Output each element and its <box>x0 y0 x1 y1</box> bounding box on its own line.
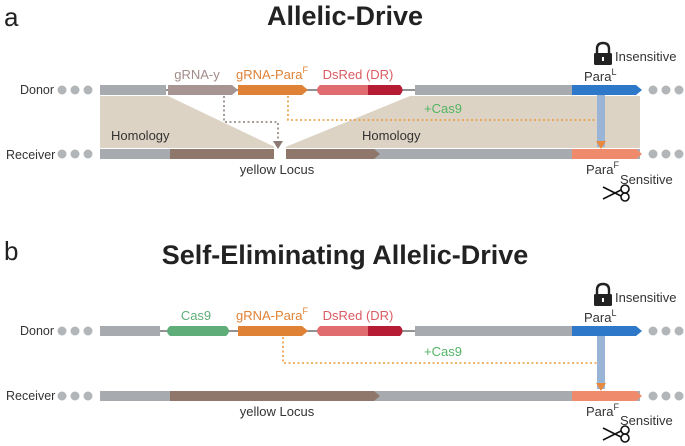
donor-dots-right-b <box>648 326 684 336</box>
donor-dots-left-b <box>57 326 93 336</box>
sensitive-label: Sensitive <box>620 172 673 187</box>
para-l-label-b: ParaL <box>584 308 616 325</box>
panel-a-letter: a <box>4 2 19 32</box>
receiver-label-b: Receiver <box>6 389 55 403</box>
para-f-label: ParaF <box>586 160 619 177</box>
receiver-dots-left <box>57 149 93 159</box>
grna-y-target-arrowhead <box>273 141 283 149</box>
dsred-label: DsRed (DR) <box>323 67 394 82</box>
donor-label-b: Donor <box>20 324 54 338</box>
padlock-icon <box>594 41 612 65</box>
homology-right-label: Homology <box>362 128 421 143</box>
conversion-arrowhead <box>596 141 606 149</box>
donor-chromosome <box>100 85 642 95</box>
scissors-icon-b <box>602 425 630 443</box>
grna-para-label: gRNA-ParaF <box>236 65 308 82</box>
para-f-gene <box>572 149 642 159</box>
scissors-icon <box>602 184 630 202</box>
panel-b: b Self-Eliminating Allelic-Drive Donor R… <box>4 236 684 443</box>
insensitive-label-b: Insensitive <box>615 290 676 305</box>
yellow-locus-label-b: yellow Locus <box>240 404 315 419</box>
dsred-gene <box>317 85 368 95</box>
receiver-label: Receiver <box>6 148 55 162</box>
panel-a: a Allelic-Drive Donor Receiver <box>4 1 684 202</box>
donor-dots-left <box>57 85 93 95</box>
conversion-bar-b <box>597 336 605 389</box>
panel-b-letter: b <box>4 236 18 266</box>
para-f-label-b: ParaF <box>586 402 619 419</box>
grna-y-gene <box>168 85 238 95</box>
receiver-dots-left-b <box>57 391 93 401</box>
cas9-note-b: +Cas9 <box>424 344 462 359</box>
yellow-locus-label: yellow Locus <box>240 162 315 177</box>
para-l-gene-b <box>572 326 642 336</box>
dsred-gene-b <box>317 326 368 336</box>
yellow-locus-b <box>170 391 380 401</box>
receiver-chromosome-b <box>100 391 642 401</box>
grna-para-label-b: gRNA-ParaF <box>236 306 308 323</box>
para-f-gene-b <box>572 391 642 401</box>
padlock-icon-b <box>594 282 612 306</box>
dsred-dark-segment-b <box>368 326 403 336</box>
donor-chromosome-b <box>100 326 642 336</box>
sensitive-label-b: Sensitive <box>620 413 673 428</box>
conversion-arrowhead-b <box>596 383 606 391</box>
grna-y-target-line <box>223 96 279 142</box>
receiver-dots-right <box>648 149 684 159</box>
donor-label: Donor <box>20 83 54 97</box>
receiver-dots-right-b <box>648 391 684 401</box>
donor-dots-right <box>648 85 684 95</box>
dsred-dark-segment <box>368 85 403 95</box>
cas9-label: Cas9 <box>181 308 211 323</box>
cas9-gene <box>167 326 229 336</box>
grna-para-gene-b <box>238 326 308 336</box>
homology-right-shade <box>283 96 640 148</box>
para-l-gene <box>572 85 642 95</box>
para-l-label: ParaL <box>584 67 616 84</box>
yellow-locus-right <box>286 149 380 159</box>
yellow-locus-left <box>170 149 274 159</box>
homology-left-label: Homology <box>111 128 170 143</box>
panel-b-title: Self-Eliminating Allelic-Drive <box>162 240 529 270</box>
insensitive-label: Insensitive <box>615 49 676 64</box>
grna-para-target-line <box>287 96 598 121</box>
grna-para-target-line-b <box>282 337 598 364</box>
dsred-label-b: DsRed (DR) <box>323 308 394 323</box>
homology-left-shade <box>100 96 277 148</box>
panel-a-title: Allelic-Drive <box>267 1 423 31</box>
grna-y-label: gRNA-y <box>174 67 220 82</box>
conversion-bar <box>597 95 605 147</box>
grna-para-gene <box>238 85 308 95</box>
cas9-note: +Cas9 <box>424 101 462 116</box>
receiver-chromosome <box>100 147 642 161</box>
